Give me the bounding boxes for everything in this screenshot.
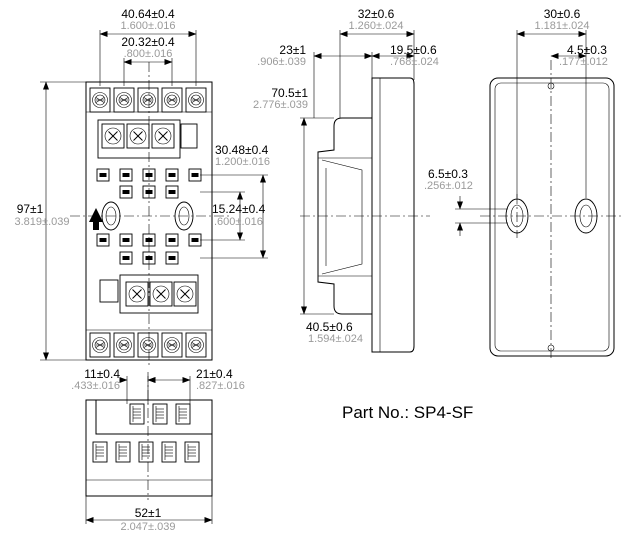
side-left-mm: 23±1 bbox=[279, 43, 306, 57]
height-mm: 97±1 bbox=[17, 202, 44, 216]
row-pitch-in: .600±.016 bbox=[214, 216, 263, 228]
side-top-span-mm: 70.5±1 bbox=[271, 86, 308, 100]
side-depth-mm: 32±0.6 bbox=[358, 7, 395, 21]
bottom-width-mm: 52±1 bbox=[135, 506, 162, 520]
back-width-in: 1.181±.024 bbox=[535, 20, 590, 32]
side-bottom-span-mm: 40.5±0.6 bbox=[306, 320, 353, 334]
hole-dia-in: .256±.012 bbox=[424, 180, 473, 192]
side-view bbox=[300, 30, 430, 353]
bottom-left-in: .433±.016 bbox=[71, 380, 120, 392]
side-right-mm: 19.5±0.6 bbox=[390, 43, 437, 57]
bottom-left-mm: 11±0.4 bbox=[84, 367, 120, 381]
side-bottom-span-in: 1.594±.024 bbox=[308, 333, 363, 345]
side-left-in: .906±.039 bbox=[257, 56, 306, 68]
row-span-in: 1.200±.016 bbox=[215, 156, 270, 168]
row-pitch-mm: 15.24±0.4 bbox=[212, 202, 266, 216]
bottom-right-in: .827±.016 bbox=[196, 380, 245, 392]
side-depth-in: 1.260±.024 bbox=[349, 20, 404, 32]
up-arrow-icon bbox=[89, 208, 103, 230]
height-in: 3.819±.039 bbox=[15, 216, 70, 228]
back-view bbox=[455, 30, 621, 360]
front-view bbox=[40, 30, 268, 365]
side-top-span-in: 2.776±.039 bbox=[253, 99, 308, 111]
part-number: Part No.: SP4-SF bbox=[342, 403, 473, 422]
row-span-mm: 30.48±0.4 bbox=[215, 143, 269, 157]
back-offset-in: .177±.012 bbox=[559, 56, 608, 68]
bottom-view bbox=[85, 372, 213, 524]
back-offset-mm: 4.5±0.3 bbox=[567, 43, 607, 57]
hole-dia-mm: 6.5±0.3 bbox=[428, 167, 468, 181]
front-width-in: 1.600±.016 bbox=[121, 20, 176, 32]
front-pitch-in: .800±.016 bbox=[124, 48, 173, 60]
bottom-width-in: 2.047±.039 bbox=[121, 521, 176, 533]
front-width-mm: 40.64±0.4 bbox=[121, 7, 175, 21]
side-right-in: .768±.024 bbox=[390, 56, 439, 68]
bottom-right-mm: 21±0.4 bbox=[196, 367, 233, 381]
back-width-mm: 30±0.6 bbox=[544, 7, 581, 21]
front-pitch-mm: 20.32±0.4 bbox=[121, 35, 175, 49]
